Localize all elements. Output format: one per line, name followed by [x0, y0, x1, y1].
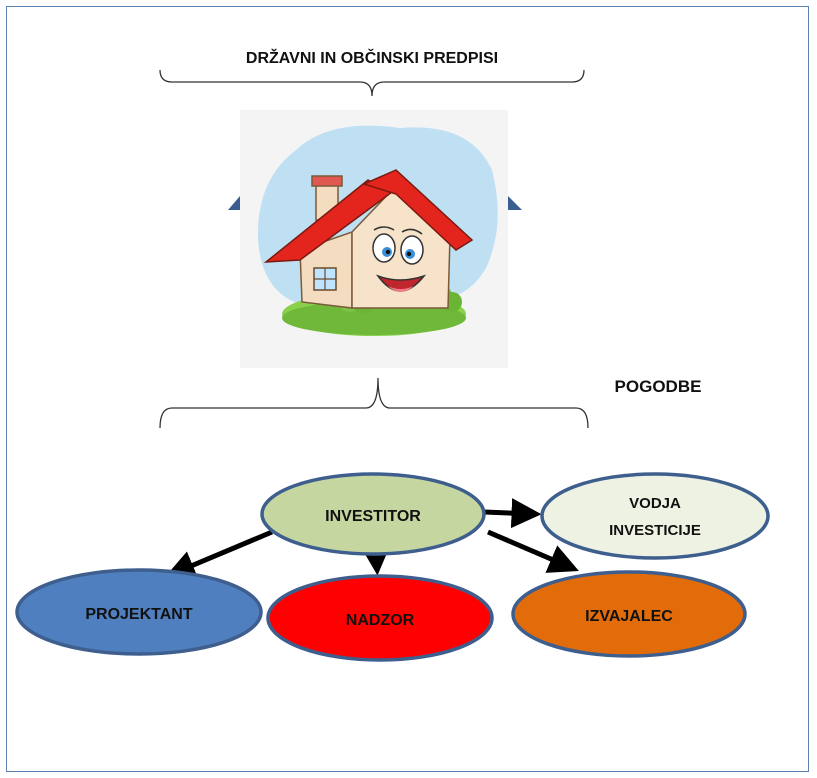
- node-vodja-investicije: VODJA INVESTICIJE: [540, 472, 770, 560]
- node-izvajalec-label: IZVAJALEC: [585, 608, 673, 625]
- node-projektant-shape: [15, 568, 263, 656]
- node-nadzor-label: NADZOR: [346, 612, 415, 629]
- node-projektant-label: PROJEKTANT: [85, 606, 192, 623]
- node-nadzor: NADZOR: [266, 574, 494, 662]
- node-vodja-investicije-shape: [540, 472, 770, 560]
- node-nadzor-shape: [266, 574, 494, 662]
- node-izvajalec: IZVAJALEC: [511, 570, 747, 658]
- contracts-label: POGODBE: [615, 377, 702, 396]
- node-izvajalec-shape: [511, 570, 747, 658]
- regulations-label: DRŽAVNI IN OBČINSKI PREDPISI: [246, 48, 498, 67]
- right-flag-shape: [508, 196, 522, 210]
- cartoon-house-icon: [240, 110, 508, 368]
- node-investitor-label: INVESTITOR: [325, 508, 421, 525]
- node-investitor: INVESTITOR: [260, 472, 486, 556]
- top-brace: [159, 69, 585, 97]
- node-projektant: PROJEKTANT: [15, 568, 263, 656]
- node-vodja-label-line2: INVESTICIJE: [609, 522, 701, 539]
- arrow-investitor-to-izvajalec: [487, 529, 579, 573]
- arrow-investitor-to-vodja: [483, 498, 542, 529]
- arrow-investitor-to-projektant: [165, 529, 273, 580]
- node-investitor-shape: [260, 472, 486, 556]
- bottom-brace: [159, 377, 589, 429]
- node-vodja-label-line1: VODJA: [629, 495, 681, 512]
